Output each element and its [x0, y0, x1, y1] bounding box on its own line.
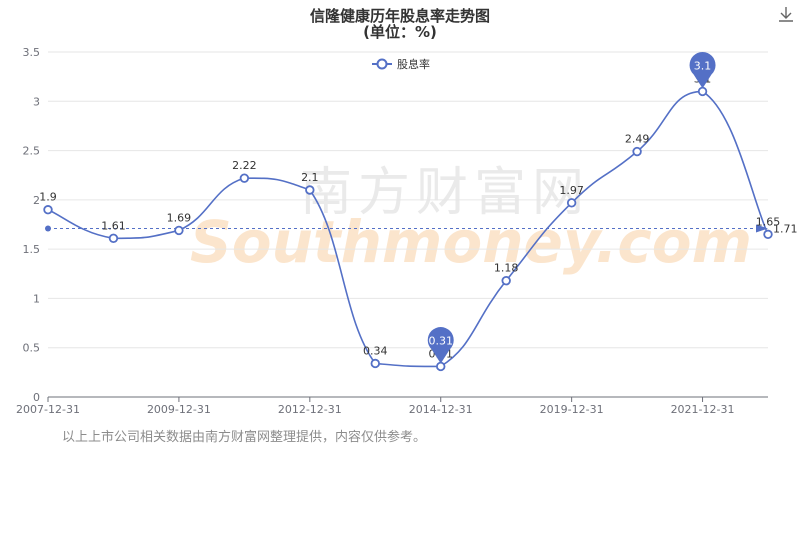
x-tick-label: 2021-12-31 — [671, 403, 735, 416]
x-tick-label: 2012-12-31 — [278, 403, 342, 416]
y-tick-label: 3.5 — [23, 46, 41, 59]
data-point[interactable] — [632, 146, 642, 157]
legend[interactable]: 股息率 — [372, 57, 430, 71]
data-label: 2.22 — [232, 159, 257, 172]
average-line-arrow — [756, 224, 768, 233]
data-point[interactable] — [697, 86, 708, 97]
series-line — [43, 86, 773, 372]
data-label: 1.9 — [39, 191, 57, 204]
y-tick-label: 2.5 — [23, 145, 41, 158]
marker-pin — [689, 52, 716, 89]
y-tick-label: 1.5 — [23, 243, 41, 256]
data-label: 0.34 — [363, 344, 388, 357]
x-tick-label: 2009-12-31 — [147, 403, 211, 416]
data-label: 1.18 — [494, 262, 519, 275]
y-tick-label: 0.5 — [23, 342, 41, 355]
average-line: 1.71 — [45, 222, 798, 235]
watermark: Southmoney.com 南方财富网 — [190, 163, 752, 276]
data-point[interactable] — [108, 233, 119, 243]
y-tick-label: 2 — [33, 194, 40, 207]
data-point[interactable] — [43, 205, 53, 215]
data-point[interactable] — [305, 185, 315, 195]
marker-pin — [427, 327, 454, 364]
marker-label: 0.31 — [428, 334, 453, 347]
chart-title: 信隆健康历年股息率走势图 — [309, 7, 490, 25]
y-tick-label: 0 — [33, 391, 40, 404]
data-point[interactable] — [763, 229, 773, 240]
data-label: 1.97 — [559, 184, 584, 197]
data-point[interactable] — [239, 173, 250, 183]
data-point[interactable] — [501, 275, 511, 286]
marker-label: 3.1 — [694, 59, 712, 72]
average-line-label: 1.71 — [773, 222, 798, 235]
grid-lines — [48, 51, 768, 349]
data-label: 2.49 — [625, 133, 650, 146]
x-tick-label: 2019-12-31 — [540, 403, 604, 416]
data-point[interactable] — [370, 358, 380, 369]
data-label: 2.1 — [301, 171, 319, 184]
data-point[interactable] — [174, 225, 184, 236]
legend-label: 股息率 — [397, 57, 430, 71]
data-label: 1.65 — [756, 215, 781, 228]
footer-note: 以上上市公司相关数据由南方财富网整理提供，内容仅供参考。 — [62, 430, 427, 445]
extremum-markers: 3.1 0.31 — [427, 52, 716, 364]
chart-subtitle: (单位：%) — [363, 23, 437, 41]
watermark-cn: 南方财富网 — [300, 163, 590, 223]
y-tick-label: 1 — [33, 292, 40, 305]
data-label: 1.61 — [101, 219, 126, 232]
data-label: 1.69 — [167, 211, 192, 224]
download-icon[interactable] — [776, 4, 796, 24]
axes: 0 0.5 1 1.5 2 2.5 3 3.5 2007-12-31 2009-12-31 2012… — [16, 46, 768, 416]
watermark-en: Southmoney.com — [190, 208, 752, 276]
data-point[interactable] — [436, 361, 446, 372]
data-point[interactable] — [566, 198, 577, 208]
x-tick-label: 2007-12-31 — [16, 403, 80, 416]
y-tick-label: 3 — [33, 95, 40, 108]
x-tick-label: 2014-12-31 — [409, 403, 473, 416]
